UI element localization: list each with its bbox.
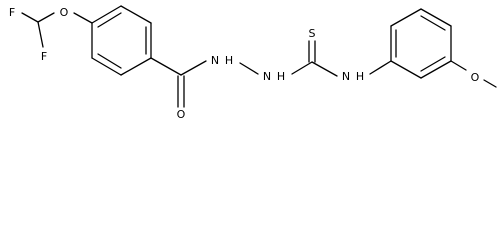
ring1-bond-b — [120, 5, 152, 24]
atom-s: S — [309, 27, 316, 40]
bond-n2-c — [291, 61, 313, 75]
ring2-bond-b — [390, 8, 422, 27]
atom-o1: O — [60, 6, 69, 19]
ring1-inner-1 — [97, 12, 122, 28]
atom-h3: H — [356, 70, 364, 83]
ring2-bond-f — [390, 60, 422, 79]
atom-labels-group: F F O O N H N H S N H O — [9, 6, 480, 121]
atom-h2: H — [277, 70, 285, 83]
ring1-bond-a — [91, 5, 122, 24]
ring2-inner-3 — [420, 56, 446, 72]
bond-c1-o1 — [37, 12, 55, 23]
ring2-bond-c — [420, 8, 452, 27]
bonds-group — [21, 5, 497, 108]
bond-carbonyl-n1 — [180, 60, 207, 76]
bond-ring1-carbonyl — [150, 57, 182, 76]
atom-h1: H — [225, 54, 233, 67]
bond-c1-f2 — [37, 21, 44, 48]
ring1-bond-e — [91, 57, 122, 76]
ring1-inner-3 — [97, 53, 122, 69]
bond-o1-c2 — [73, 12, 93, 24]
bond-o3-methyl — [483, 79, 497, 88]
structure-svg: F F O O N H N H S N H O — [9, 5, 497, 121]
bond-c1-f1 — [21, 12, 39, 23]
atom-o2: O — [177, 108, 186, 121]
bond-c-n3 — [311, 61, 338, 77]
atom-f1: F — [9, 6, 15, 19]
bond-n1-n2 — [239, 62, 259, 75]
molecule-diagram: F F O O N H N H S N H O — [8, 5, 497, 121]
ring2-bond-e — [420, 60, 452, 79]
atom-n3: N — [342, 70, 350, 83]
ring2-inner-2 — [420, 15, 446, 31]
ring1-bond-d — [120, 57, 152, 76]
atom-o3: O — [471, 71, 480, 84]
atom-n1: N — [211, 54, 219, 67]
atom-n2: N — [263, 70, 271, 83]
bond-n3-ring2 — [369, 60, 392, 75]
bond-ring2-o3 — [450, 60, 467, 71]
atom-f2: F — [41, 50, 47, 63]
